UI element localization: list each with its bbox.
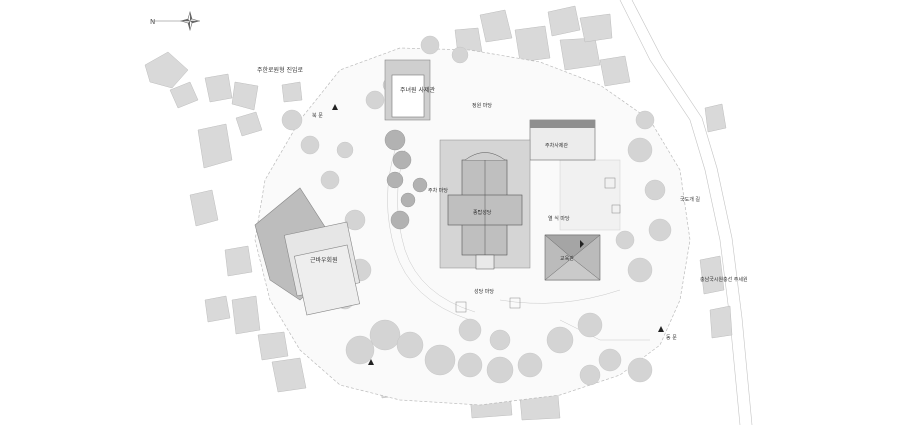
south-gate-label: 동 문 xyxy=(666,335,677,341)
east-road-label: 국도개 길 xyxy=(680,196,700,203)
annex-building: 주차사제관 xyxy=(529,119,596,161)
compass-rose-icon xyxy=(179,10,201,32)
compass-north-label: N xyxy=(150,18,155,26)
entrance-road-label: 주한로원형 진입로 xyxy=(257,66,304,74)
site-furniture xyxy=(455,177,621,313)
entry-markers xyxy=(332,104,664,365)
front-yard-label: 주차 마당 xyxy=(428,187,448,194)
education-building-label: 교육관 xyxy=(560,255,574,262)
education-building: 교육관 xyxy=(544,234,601,281)
neighbor-buildings-north xyxy=(454,5,631,87)
museum-building: 주녀원 사제관 xyxy=(384,59,436,121)
main-church: 종탑성당 xyxy=(439,139,531,270)
museum-building-label: 주녀원 사제관 xyxy=(400,86,436,94)
activity-building: 근바우회원 xyxy=(254,187,361,316)
plaza-label: 성당 마당 xyxy=(474,288,494,295)
north-gate-label: 북 문 xyxy=(312,113,323,119)
dense-trees xyxy=(384,129,428,230)
annex-building-label: 주차사제관 xyxy=(545,142,568,149)
east-facility-label: 충남국시원충선 주세원 xyxy=(700,276,748,283)
compass: N xyxy=(150,10,201,32)
activity-building-label: 근바우회원 xyxy=(310,256,338,264)
main-church-label: 종탑성당 xyxy=(473,209,492,216)
neighbor-buildings-west xyxy=(144,51,307,393)
open-yard-label: 열 식 마당 xyxy=(548,215,570,222)
side-yard-label: 정원 마당 xyxy=(472,102,492,109)
